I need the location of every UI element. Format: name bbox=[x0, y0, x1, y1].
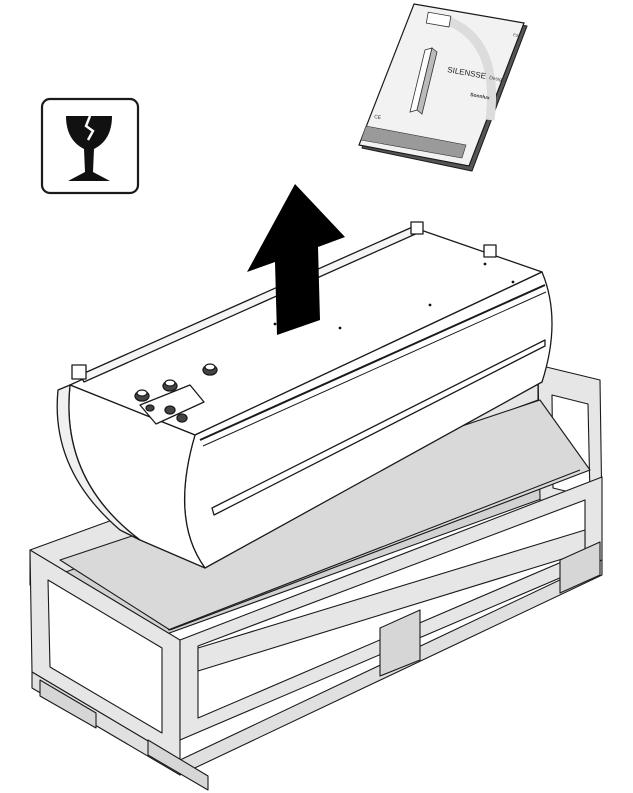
manual-subtitle: Design bbox=[489, 75, 506, 84]
fragile-sign bbox=[40, 97, 140, 195]
up-arrow-icon bbox=[247, 184, 345, 335]
instruction-manual: SILENSSE Design Sonnlux CE ES bbox=[358, 3, 528, 172]
air-curtain-unit bbox=[56, 221, 553, 569]
manual-page-mark: ES bbox=[513, 32, 519, 38]
cable-gland-2 bbox=[162, 379, 178, 392]
manual-ce-mark: CE bbox=[374, 114, 383, 121]
manual-brand: Sonnlux bbox=[470, 92, 491, 101]
cable-gland-4 bbox=[145, 404, 188, 423]
broken-glass-icon bbox=[66, 115, 112, 181]
cable-gland-3 bbox=[202, 363, 218, 376]
cable-gland-1 bbox=[134, 389, 150, 402]
